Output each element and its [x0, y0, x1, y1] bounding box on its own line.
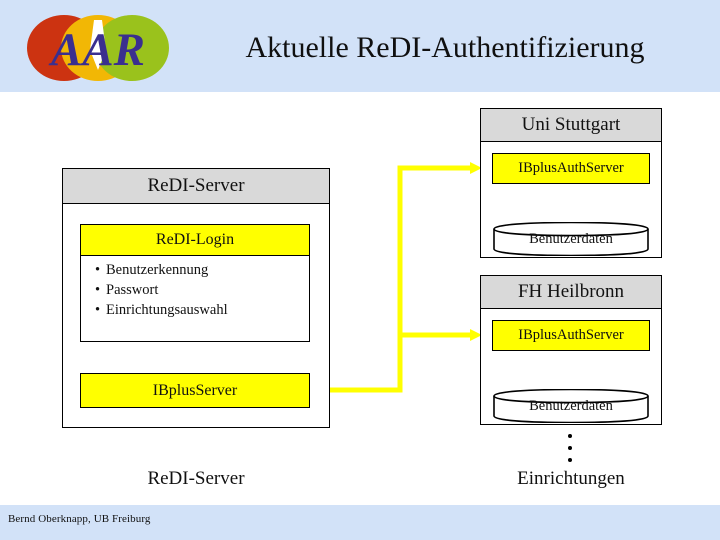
node-ibplus-auth-server-stuttgart[interactable]: IBplusAuthServer: [492, 153, 650, 184]
svg-text:AAR: AAR: [48, 24, 145, 76]
node-ibplus-auth-server-heilbronn[interactable]: IBplusAuthServer: [492, 320, 650, 351]
aar-logo: AAR: [22, 8, 174, 86]
database-label-heilbronn: Benutzerdaten: [529, 397, 613, 414]
redi-login-field-list: Benutzerkennung Passwort Einrichtungsaus…: [81, 256, 309, 320]
database-benutzerdaten-stuttgart: Benutzerdaten: [492, 222, 650, 256]
list-item: Einrichtungsauswahl: [95, 300, 309, 320]
more-institutions-ellipsis-icon: [568, 434, 574, 470]
list-item: Benutzerkennung: [95, 260, 309, 280]
list-item: Passwort: [95, 280, 309, 300]
footer-author: Bernd Oberknapp, UB Freiburg: [8, 513, 151, 525]
group-header-uni-stuttgart: Uni Stuttgart: [481, 109, 661, 142]
database-benutzerdaten-heilbronn: Benutzerdaten: [492, 389, 650, 423]
node-redi-login[interactable]: ReDI-Login: [80, 224, 310, 256]
caption-einrichtungen: Einrichtungen: [517, 468, 625, 489]
group-header-fh-heilbronn: FH Heilbronn: [481, 276, 661, 309]
caption-redi-server: ReDI-Server: [147, 468, 245, 489]
node-ibplus-server[interactable]: IBplusServer: [80, 373, 310, 408]
page-title: Aktuelle ReDI-Authentifizierung: [245, 31, 645, 64]
group-header-redi-server: ReDI-Server: [63, 169, 329, 204]
redi-login-fields: Benutzerkennung Passwort Einrichtungsaus…: [80, 256, 310, 342]
database-label-stuttgart: Benutzerdaten: [529, 230, 613, 247]
footer-band: [0, 505, 720, 540]
